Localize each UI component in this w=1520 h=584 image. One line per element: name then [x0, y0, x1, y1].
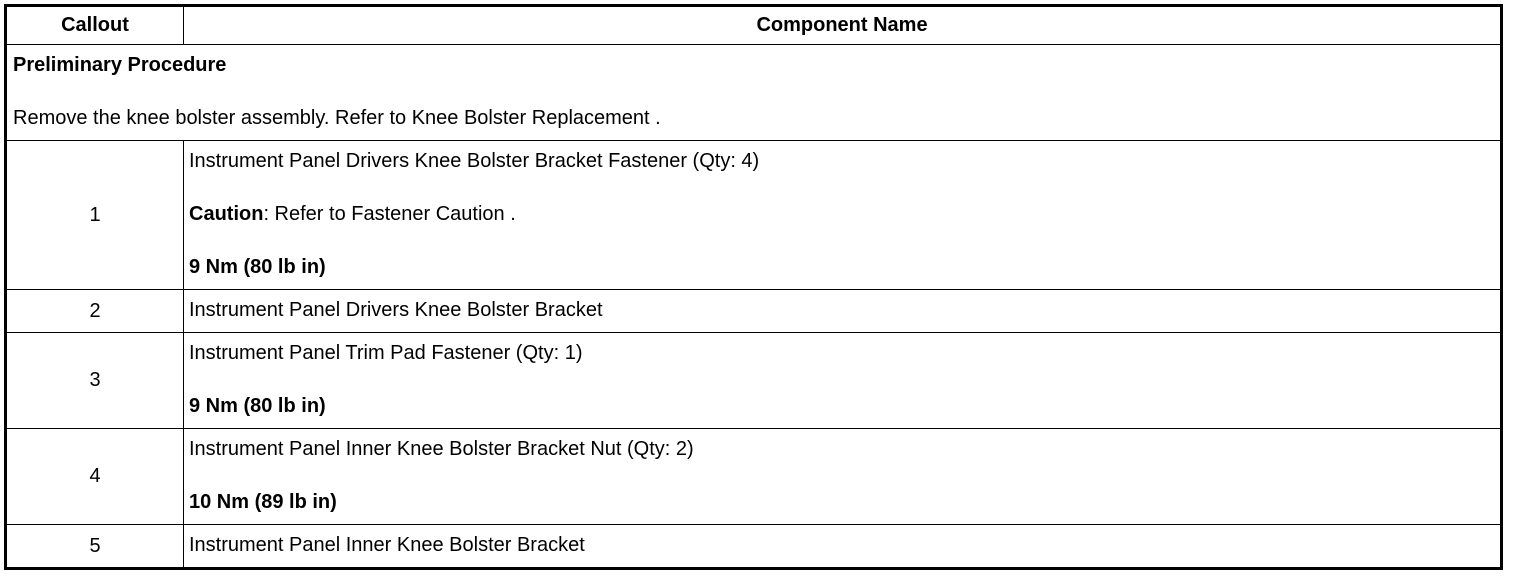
component-name-text: Instrument Panel Drivers Knee Bolster Br… [189, 150, 760, 173]
callout-number: 3 [5, 332, 184, 430]
table-header-row: Callout Component Name [5, 4, 1502, 46]
component-name-text: Instrument Panel Drivers Knee Bolster Br… [189, 299, 603, 322]
preliminary-procedure-text: Remove the knee bolster assembly. Refer … [13, 107, 661, 130]
torque-spec: 9 Nm (80 lb in) [189, 256, 326, 279]
component-description: Instrument Panel Trim Pad Fastener (Qty:… [183, 332, 1502, 430]
component-name-text: Instrument Panel Inner Knee Bolster Brac… [189, 438, 694, 461]
callout-number: 1 [5, 140, 184, 291]
table-row: 4 Instrument Panel Inner Knee Bolster Br… [5, 428, 1502, 526]
table-row: 2 Instrument Panel Drivers Knee Bolster … [5, 289, 1502, 334]
table-row: 3 Instrument Panel Trim Pad Fastener (Qt… [5, 332, 1502, 430]
table-row: 1 Instrument Panel Drivers Knee Bolster … [5, 140, 1502, 291]
table-header: Callout Component Name [5, 4, 1502, 46]
torque-spec: 9 Nm (80 lb in) [189, 395, 326, 418]
component-name-text: Instrument Panel Trim Pad Fastener (Qty:… [189, 342, 583, 365]
preliminary-procedure-cell: Preliminary Procedure Remove the knee bo… [5, 44, 1502, 142]
caution-note: Caution: Refer to Fastener Caution . [189, 203, 1494, 226]
preliminary-procedure-row: Preliminary Procedure Remove the knee bo… [5, 44, 1502, 142]
component-description: Instrument Panel Drivers Knee Bolster Br… [183, 140, 1502, 291]
table-body: Preliminary Procedure Remove the knee bo… [5, 44, 1502, 570]
preliminary-procedure-title: Preliminary Procedure [13, 54, 227, 77]
callout-number: 4 [5, 428, 184, 526]
component-description: Instrument Panel Drivers Knee Bolster Br… [183, 289, 1502, 334]
callout-number: 2 [5, 289, 184, 334]
callout-component-table: Callout Component Name Preliminary Proce… [4, 4, 1503, 571]
callout-number: 5 [5, 524, 184, 570]
column-header-component-name: Component Name [183, 4, 1502, 46]
component-description: Instrument Panel Inner Knee Bolster Brac… [183, 524, 1502, 570]
caution-text: : Refer to Fastener Caution . [263, 203, 516, 226]
component-name-text: Instrument Panel Inner Knee Bolster Brac… [189, 534, 585, 557]
table-row: 5 Instrument Panel Inner Knee Bolster Br… [5, 524, 1502, 570]
column-header-callout: Callout [5, 4, 184, 46]
torque-spec: 10 Nm (89 lb in) [189, 491, 337, 514]
caution-label: Caution [189, 203, 264, 226]
component-description: Instrument Panel Inner Knee Bolster Brac… [183, 428, 1502, 526]
